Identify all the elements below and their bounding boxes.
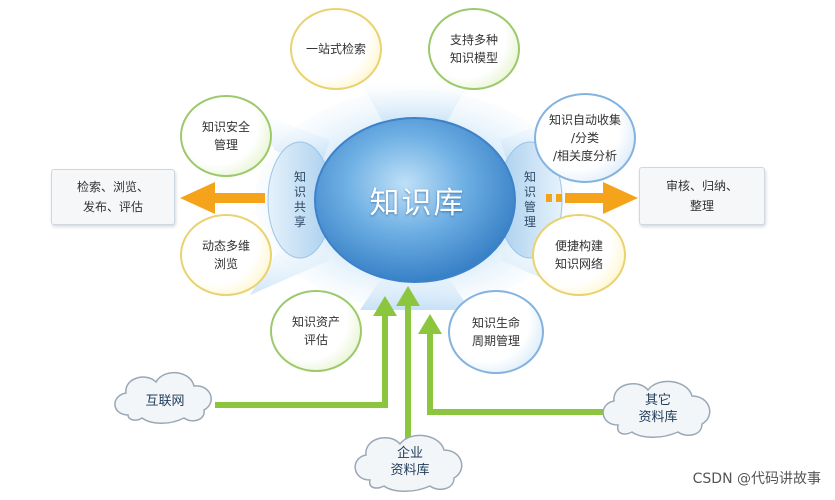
bubble-one-stop-search: 一站式检索 — [290, 8, 382, 90]
hub-disc — [314, 117, 516, 283]
watermark: CSDN @代码讲故事 — [692, 471, 821, 487]
left-output-arrow — [180, 182, 265, 214]
cloud-internet-label: 互联网 — [145, 394, 185, 409]
right-output-arrow — [546, 182, 638, 214]
right-output-box: 审核、归纳、 整理 — [639, 167, 765, 225]
knowledge-sharing-label: 知 识 共 享 — [293, 170, 306, 229]
cloud-enterprise-label: 企业 资料库 — [390, 446, 430, 478]
cloud-internet — [114, 372, 212, 424]
bubble-auto-collect: 知识自动收集 /分类 /相关度分析 — [534, 93, 636, 183]
hub-title: 知识库 — [369, 186, 466, 221]
cloud-enterprise — [354, 434, 463, 492]
left-output-box: 检索、浏览、 发布、评估 — [51, 169, 175, 225]
input-line-internet — [215, 296, 397, 408]
input-line-enterprise — [396, 286, 420, 445]
bubble-security: 知识安全 管理 — [180, 95, 272, 177]
bubble-knowledge-network: 便捷构建 知识网络 — [532, 214, 626, 296]
cloud-other-label: 其它 资料库 — [638, 393, 678, 425]
bubble-asset-evaluation: 知识资产 评估 — [270, 290, 362, 372]
bubble-multi-models: 支持多种 知识模型 — [428, 8, 520, 90]
bubble-lifecycle: 知识生命 周期管理 — [448, 290, 544, 374]
input-line-other — [418, 314, 612, 415]
knowledge-management-label: 知 识 管 理 — [523, 170, 536, 229]
cloud-other — [602, 380, 711, 438]
bubble-dynamic-browse: 动态多维 浏览 — [180, 214, 272, 296]
